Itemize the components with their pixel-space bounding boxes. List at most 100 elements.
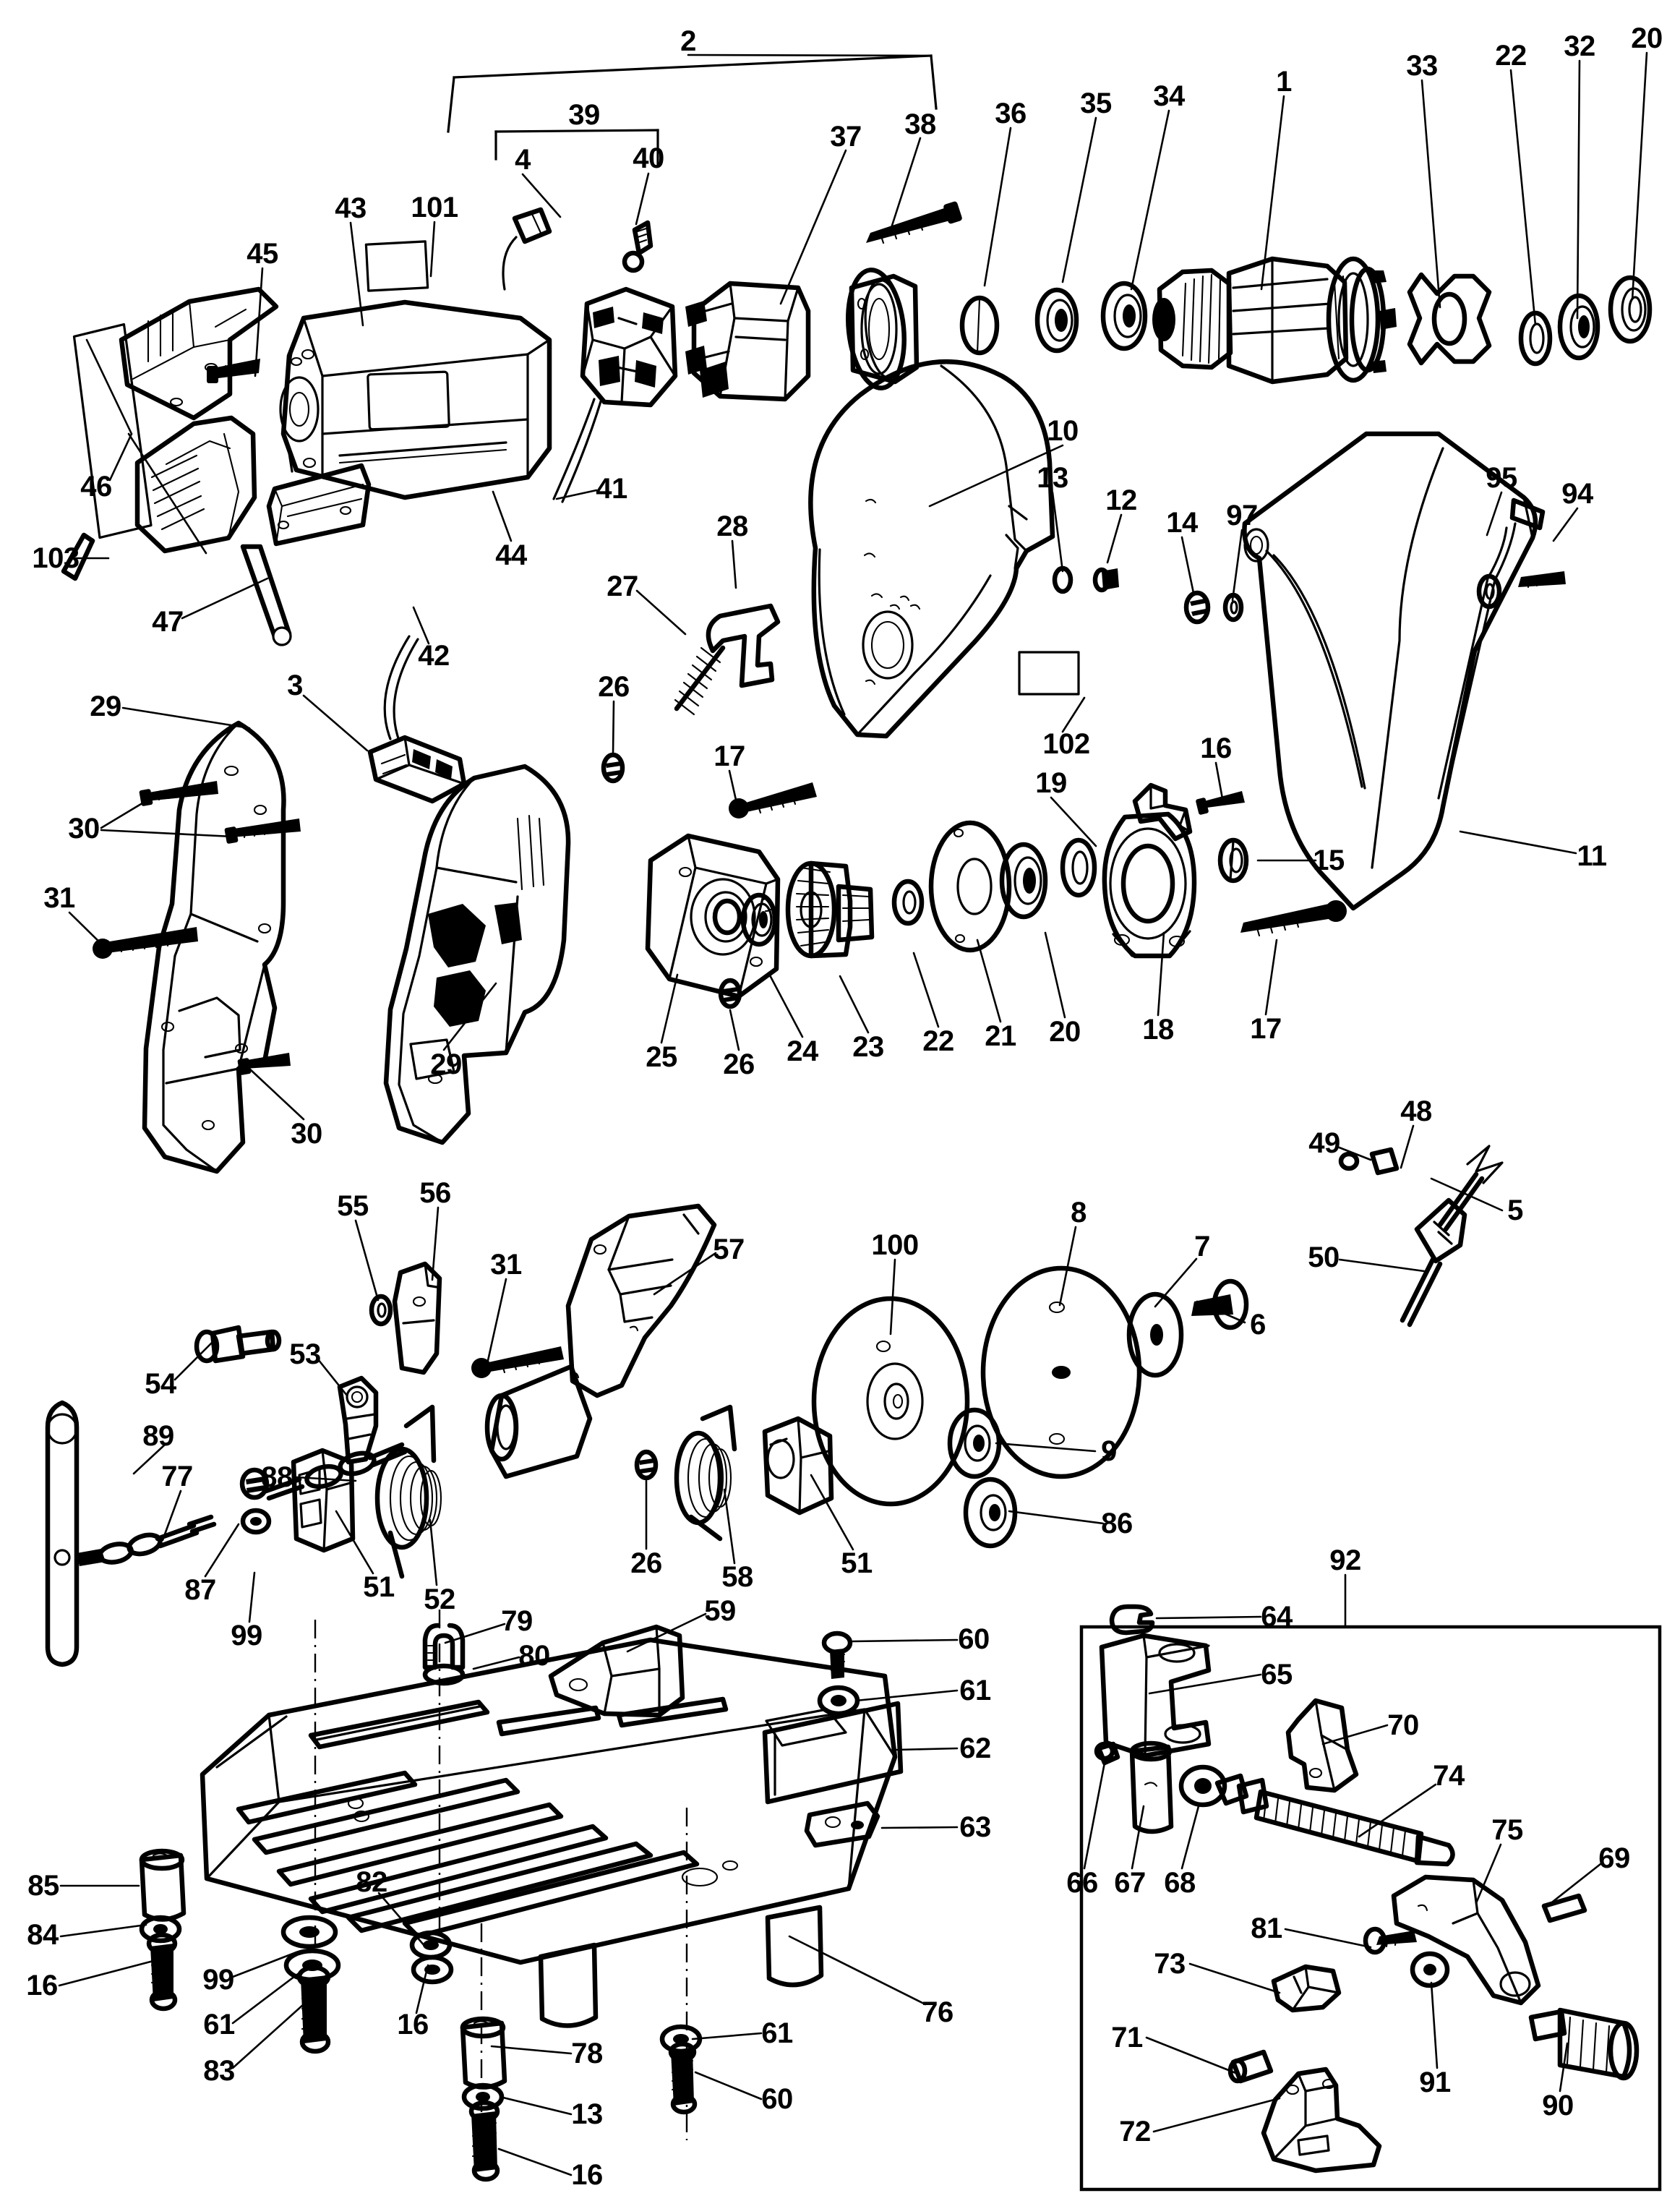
vise-box-92 [1079, 1625, 1662, 2192]
bracket-2 [447, 54, 938, 133]
callout-37: 37 [830, 121, 862, 153]
callout-7: 7 [1194, 1231, 1210, 1262]
callout-84: 84 [27, 1919, 59, 1951]
callout-50: 50 [1308, 1241, 1340, 1273]
handle-clamshell-left-29 [142, 720, 286, 1174]
callout-41: 41 [596, 473, 627, 505]
fastener-stack-83 [280, 1915, 341, 2054]
callout-87: 87 [184, 1574, 216, 1606]
knob-90 [1528, 2007, 1640, 2081]
bracket-39 [494, 129, 659, 168]
callout-99: 99 [231, 1620, 262, 1651]
callout-24: 24 [787, 1035, 818, 1067]
nut-26-gear [718, 978, 742, 1009]
callout-80: 80 [518, 1640, 550, 1672]
callout-29: 29 [90, 691, 121, 722]
plate-21 [928, 820, 1012, 953]
switch-3 [367, 635, 467, 804]
callout-20: 20 [1631, 22, 1663, 54]
foot-78 [460, 2016, 507, 2182]
end-cap [845, 268, 920, 390]
callout-66: 66 [1066, 1867, 1098, 1899]
washer-55 [369, 1294, 393, 1327]
callout-103: 103 [32, 542, 80, 574]
base-76 [200, 1637, 898, 2028]
callout-60: 60 [761, 2083, 793, 2115]
callout-13: 13 [1037, 462, 1068, 494]
washer-86 [963, 1476, 1018, 1549]
callout-30: 30 [291, 1118, 322, 1150]
foot-85 [139, 1848, 187, 2012]
blade-guard-10 [808, 359, 1055, 739]
callout-75: 75 [1491, 1814, 1523, 1846]
callout-26: 26 [630, 1547, 662, 1579]
callout-73: 73 [1154, 1948, 1186, 1980]
callout-52: 52 [424, 1584, 455, 1615]
callout-31: 31 [490, 1249, 522, 1281]
callout-81: 81 [1251, 1912, 1282, 1944]
screw-45 [207, 359, 260, 383]
screw-38 [866, 201, 962, 244]
callout-15: 15 [1313, 845, 1345, 876]
callout-20: 20 [1049, 1016, 1081, 1048]
callout-97: 97 [1226, 500, 1258, 531]
callout-90: 90 [1542, 2090, 1574, 2121]
callout-1: 1 [1276, 66, 1292, 98]
pin-47 [240, 544, 292, 646]
callout-27: 27 [607, 570, 638, 602]
bolt-60-base [659, 2024, 703, 2115]
blade-group [811, 1265, 1249, 1549]
callout-14: 14 [1166, 507, 1198, 539]
callout-53: 53 [289, 1338, 321, 1370]
callout-32: 32 [1564, 30, 1595, 62]
callout-28: 28 [716, 510, 748, 542]
bearing-34 [1100, 281, 1148, 351]
callout-72: 72 [1119, 2116, 1151, 2147]
fence-parts [762, 1631, 904, 1848]
callout-46: 46 [80, 471, 112, 503]
callout-48: 48 [1400, 1095, 1432, 1127]
callout-88: 88 [261, 1461, 293, 1493]
callout-47: 47 [152, 606, 184, 638]
callout-70: 70 [1387, 1709, 1419, 1741]
callout-13: 13 [571, 2098, 603, 2130]
callout-5: 5 [1507, 1194, 1523, 1226]
callout-18: 18 [1142, 1014, 1174, 1046]
guard-fasteners [1052, 565, 1566, 815]
callout-85: 85 [27, 1870, 59, 1902]
callout-83: 83 [203, 2055, 235, 2087]
callout-30: 30 [68, 813, 100, 845]
pivot-arm-group [45, 1203, 834, 1667]
lead-screw-74 [1214, 1773, 1455, 1867]
callout-35: 35 [1080, 87, 1112, 119]
screw-31-pivot [471, 1346, 564, 1378]
callout-71: 71 [1111, 2022, 1143, 2053]
callout-95: 95 [1486, 462, 1517, 494]
callout-2: 2 [680, 25, 696, 57]
callout-57: 57 [713, 1234, 745, 1265]
callout-69: 69 [1598, 1842, 1630, 1874]
callout-22: 22 [1495, 40, 1527, 72]
callout-4: 4 [515, 144, 531, 176]
flange-7 [1126, 1291, 1184, 1378]
callout-58: 58 [721, 1561, 753, 1593]
callout-99: 99 [202, 1964, 234, 1996]
callout-26: 26 [598, 671, 630, 703]
gear-plate-25 [645, 833, 781, 999]
callout-64: 64 [1261, 1601, 1293, 1633]
coil-spring-58 [674, 1404, 737, 1542]
leader-lines [58, 51, 1648, 2176]
field-37 [685, 281, 811, 402]
stud-54 [194, 1325, 282, 1364]
coil-spring-52 [374, 1404, 442, 1579]
screws-30 [139, 781, 301, 1075]
callout-63: 63 [959, 1811, 991, 1843]
callout-16: 16 [26, 1970, 58, 2001]
callout-38: 38 [904, 108, 936, 140]
callout-26: 26 [723, 1048, 755, 1080]
bolt-6 [1191, 1278, 1249, 1330]
callout-16: 16 [571, 2159, 603, 2191]
bracket-59 [548, 1624, 685, 1718]
brush-4 [502, 207, 552, 291]
